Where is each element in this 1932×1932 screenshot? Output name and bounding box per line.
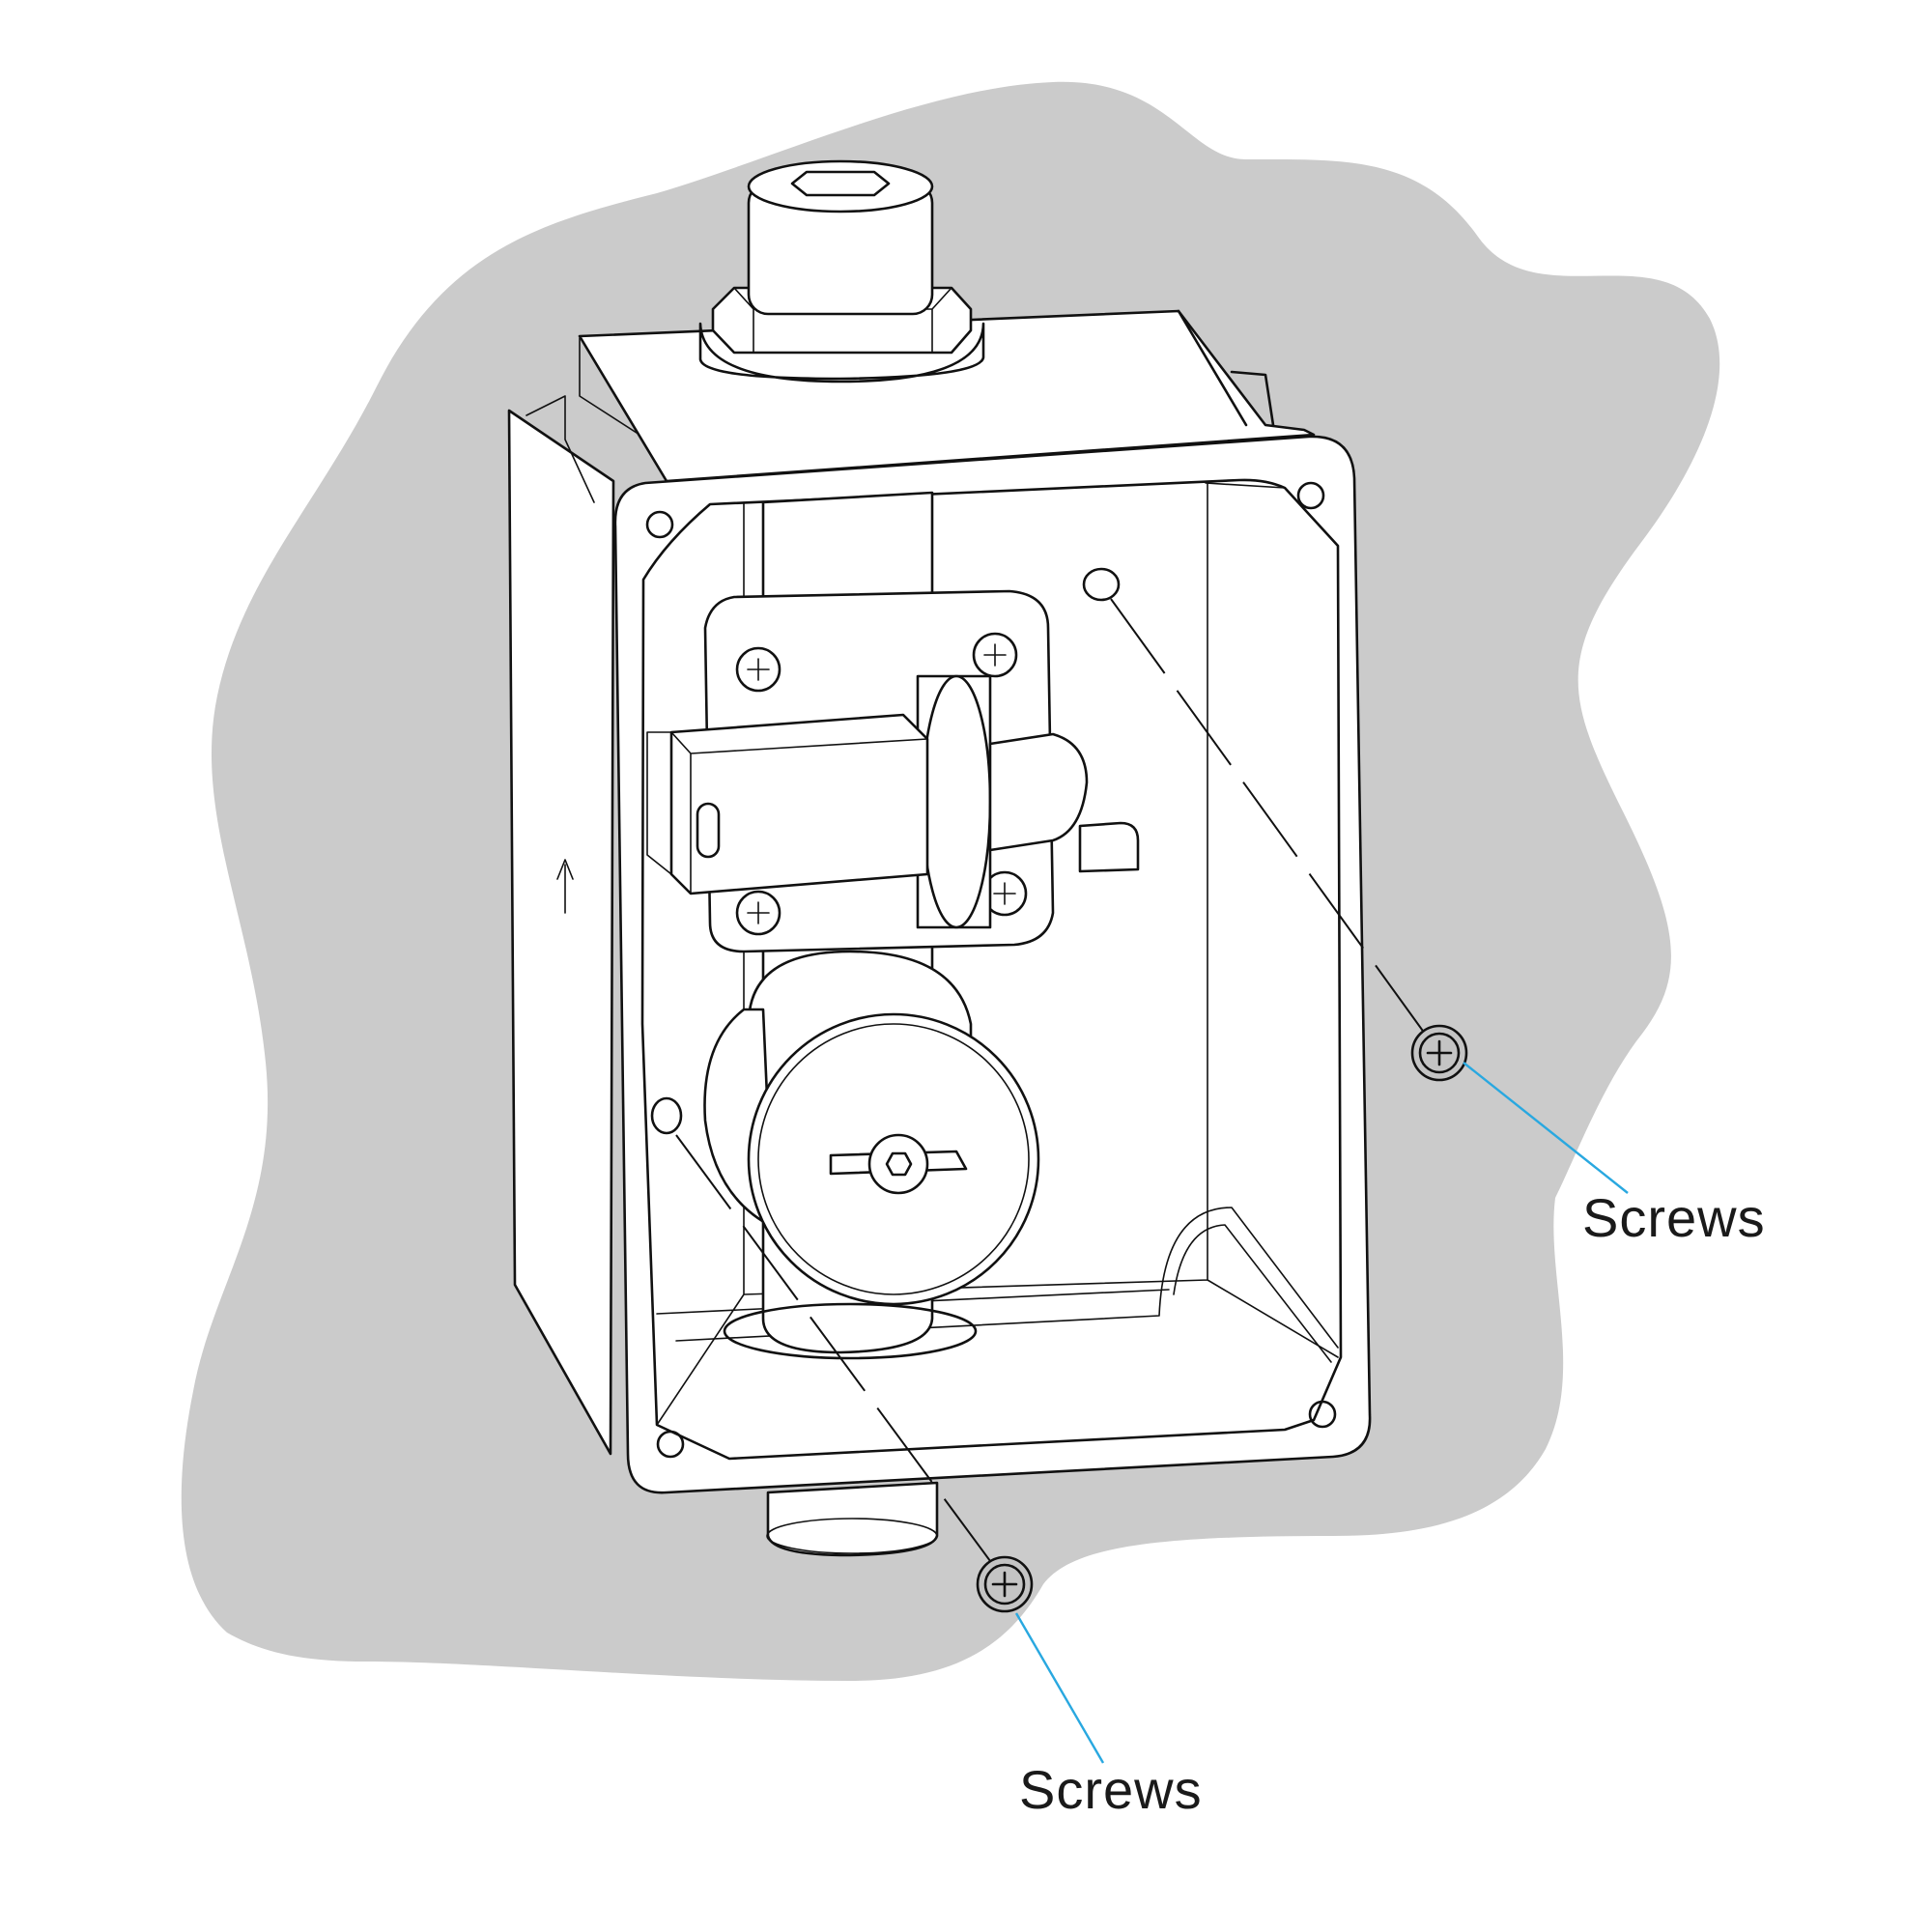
- callout-label-bottom: Screws: [1019, 1759, 1203, 1820]
- flow-arrow-mark: [556, 859, 574, 914]
- mounting-hole-bottom-left: [656, 1430, 685, 1459]
- solenoid-side-fitting: [988, 732, 1089, 852]
- plate-screw-bottom-left: [735, 890, 781, 936]
- screw-bottom: [976, 1555, 1034, 1613]
- top-fitting-top: [747, 159, 934, 213]
- connector-housing-top: [646, 731, 928, 895]
- screw-bottom-cross-icon: [991, 1571, 1018, 1598]
- mounting-hole-top-left: [645, 510, 674, 539]
- top-fitting-hex-socket: [790, 170, 891, 197]
- box-inner-back-wall: [656, 482, 1339, 1426]
- top-fitting: [698, 159, 985, 384]
- solenoid-coil-face: [921, 674, 992, 929]
- leader-line-bottom: [1014, 1612, 1105, 1764]
- solenoid-tab: [1078, 821, 1140, 873]
- plate-screw-bottom-left-cross: [747, 901, 770, 924]
- plate-screw-top-right: [972, 632, 1018, 678]
- box-right-edge: [1177, 309, 1275, 427]
- plate-screw-bottom-right-cross: [993, 882, 1016, 905]
- connector-led-window: [696, 802, 721, 859]
- inner-screw-boss-lower: [650, 1096, 683, 1135]
- valve-stem-hub: [867, 1133, 929, 1195]
- install-line-bottom: [675, 1134, 994, 1566]
- valve-hex-socket: [885, 1151, 913, 1177]
- bottom-pipe-rim: [766, 1518, 938, 1554]
- ball-valve: [703, 950, 1040, 1306]
- top-fitting-washer: [698, 322, 985, 384]
- bottom-pipe-stub: [766, 1481, 939, 1557]
- mounting-hole-top-right: [1296, 481, 1325, 510]
- plate-screw-top-left-cross: [747, 658, 770, 681]
- callout-label-right: Screws: [1582, 1187, 1766, 1248]
- plate-screw-top-left: [735, 646, 781, 693]
- box-left-face: [507, 409, 615, 1456]
- valve-cap-rim: [757, 1023, 1030, 1295]
- screw-right-cross-icon: [1426, 1039, 1453, 1066]
- central-pipe-bottom-collar: [723, 1302, 978, 1360]
- inner-screw-boss-upper: [1082, 567, 1121, 602]
- screw-right: [1410, 1024, 1468, 1082]
- solenoid-assembly: [646, 589, 1140, 953]
- plate-screw-top-right-cross: [983, 643, 1007, 667]
- install-line-right: [1110, 598, 1426, 1035]
- mounting-hole-bottom-right: [1308, 1400, 1337, 1429]
- leader-line-right: [1463, 1062, 1629, 1194]
